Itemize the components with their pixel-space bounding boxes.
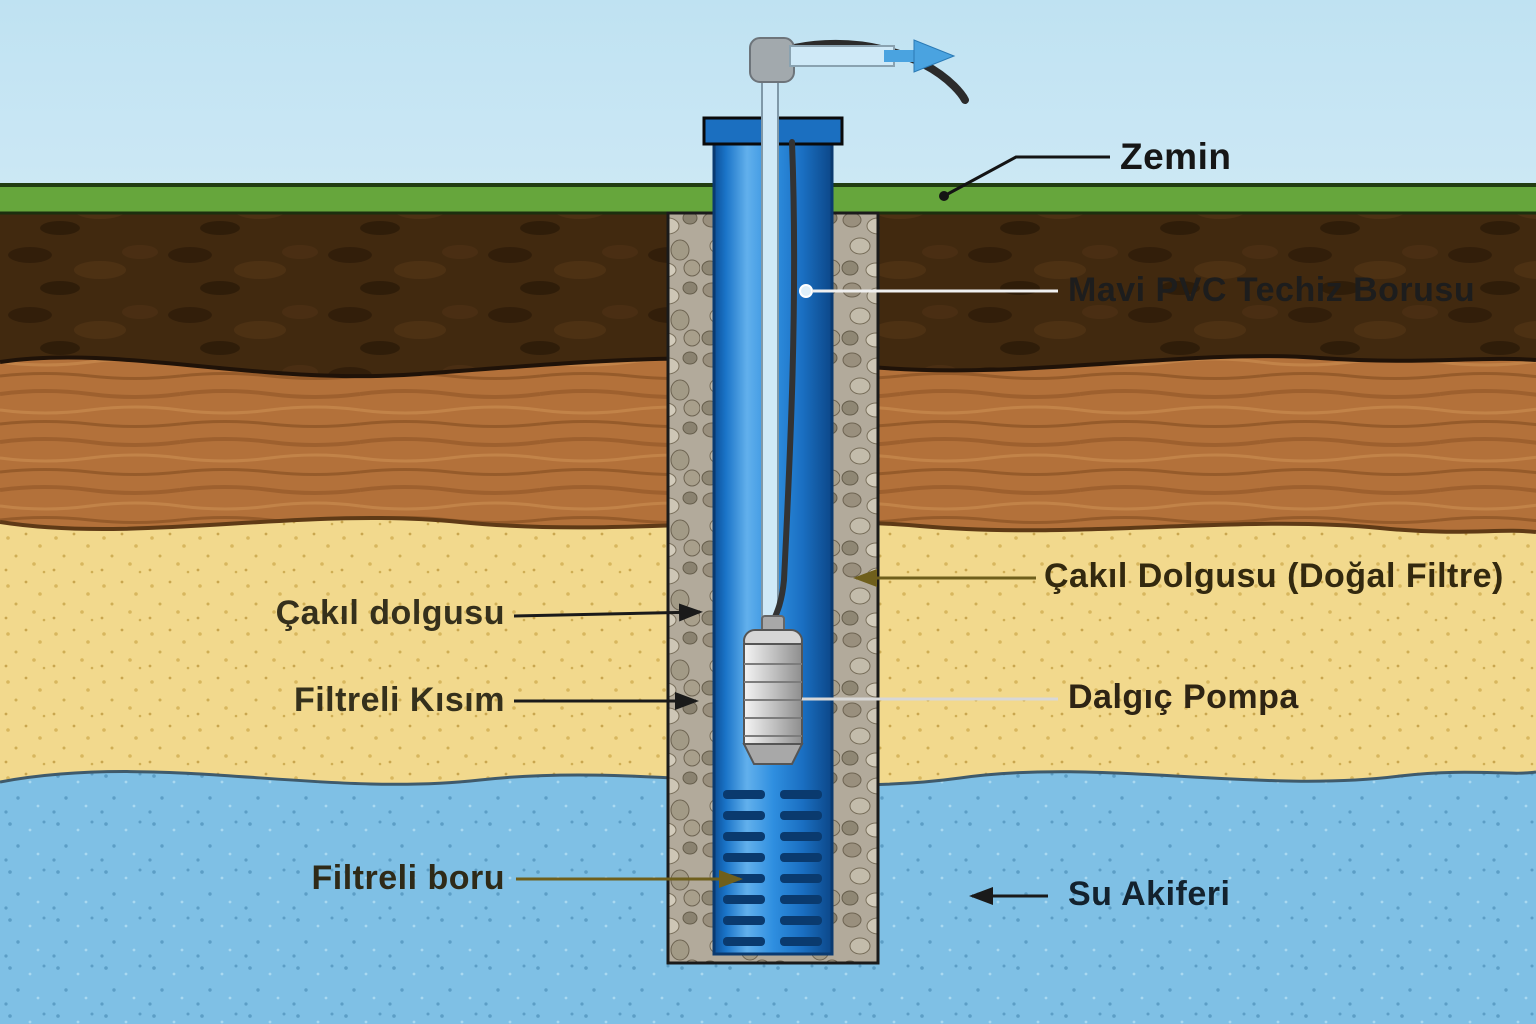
outflow-pipe bbox=[749, 37, 956, 83]
label-mavi-pvc-techiz-borusu: Mavi PVC Techiz Borusu bbox=[1068, 271, 1476, 309]
label-cakil-dolgusu: Çakıl dolgusu bbox=[275, 594, 505, 632]
leader-lines bbox=[513, 155, 1110, 905]
power-cable bbox=[765, 40, 969, 637]
drop-pipe bbox=[761, 73, 779, 623]
outflow-arrow-icon bbox=[884, 39, 956, 73]
label-zemin: Zemin bbox=[1120, 136, 1232, 177]
label-filtreli-kisim: Filtreli Kısım bbox=[293, 681, 505, 719]
label-su-akiferi: Su Akiferi bbox=[1068, 875, 1231, 913]
screen-slots bbox=[723, 790, 822, 946]
submersible-pump bbox=[742, 615, 804, 765]
label-dalgic-pompa: Dalgıç Pompa bbox=[1068, 678, 1299, 716]
label-cakil-dolgusu-dogal-filtre: Çakıl Dolgusu (Doğal Filtre) bbox=[1044, 557, 1504, 595]
label-filtreli-boru: Filtreli boru bbox=[311, 859, 505, 897]
